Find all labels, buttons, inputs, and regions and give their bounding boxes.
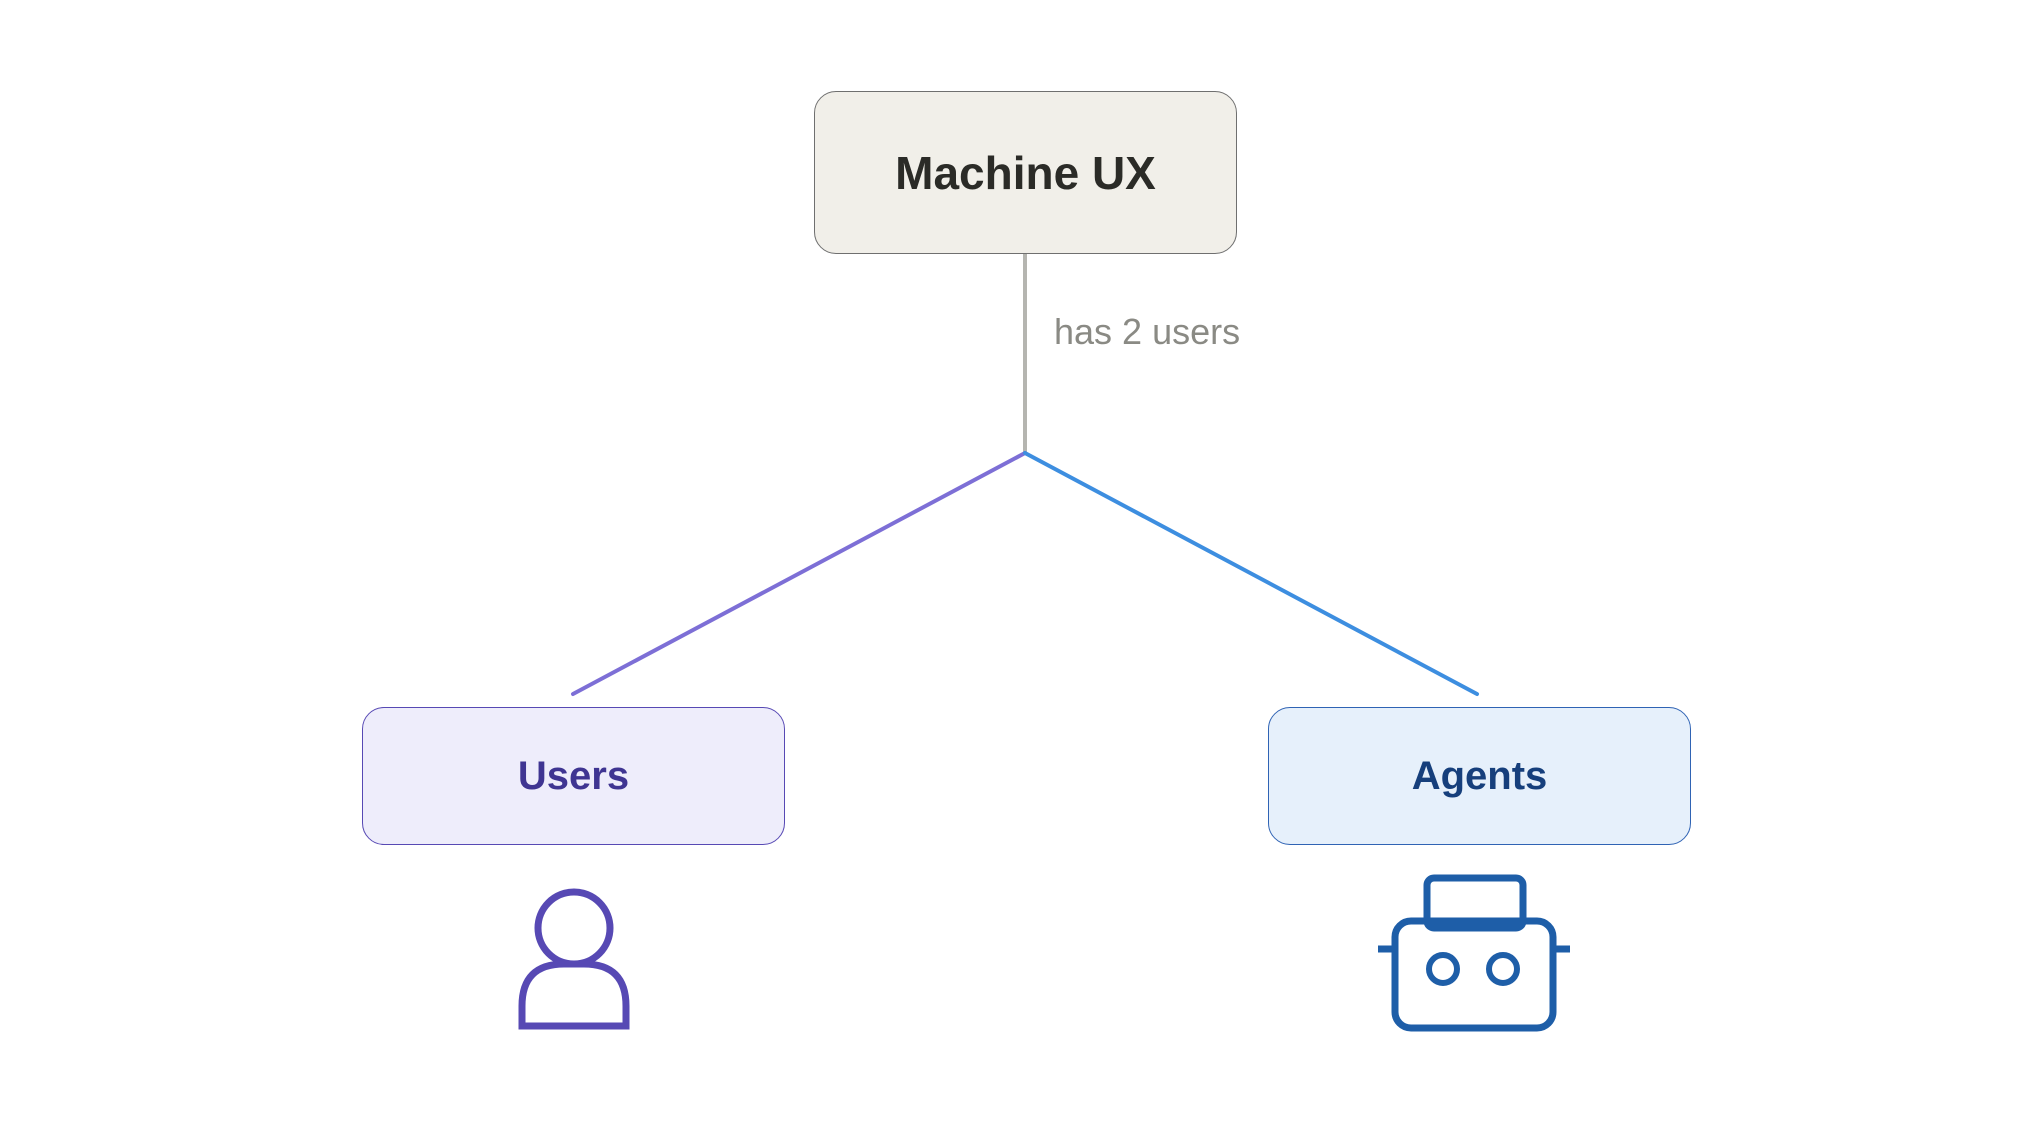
users-node-label: Users xyxy=(517,753,630,798)
branch-line-agents xyxy=(1023,451,1479,696)
child-node-users: Users xyxy=(362,707,785,845)
root-node-machine-ux: Machine UX xyxy=(814,91,1237,254)
branch-line-users xyxy=(571,451,1027,696)
agents-node-label: Agents xyxy=(1411,753,1548,798)
person-icon xyxy=(514,882,634,1038)
child-node-agents: Agents xyxy=(1268,707,1691,845)
root-node-label: Machine UX xyxy=(895,146,1156,199)
robot-icon xyxy=(1378,870,1578,1040)
edge-label: has 2 users xyxy=(1054,311,1241,352)
